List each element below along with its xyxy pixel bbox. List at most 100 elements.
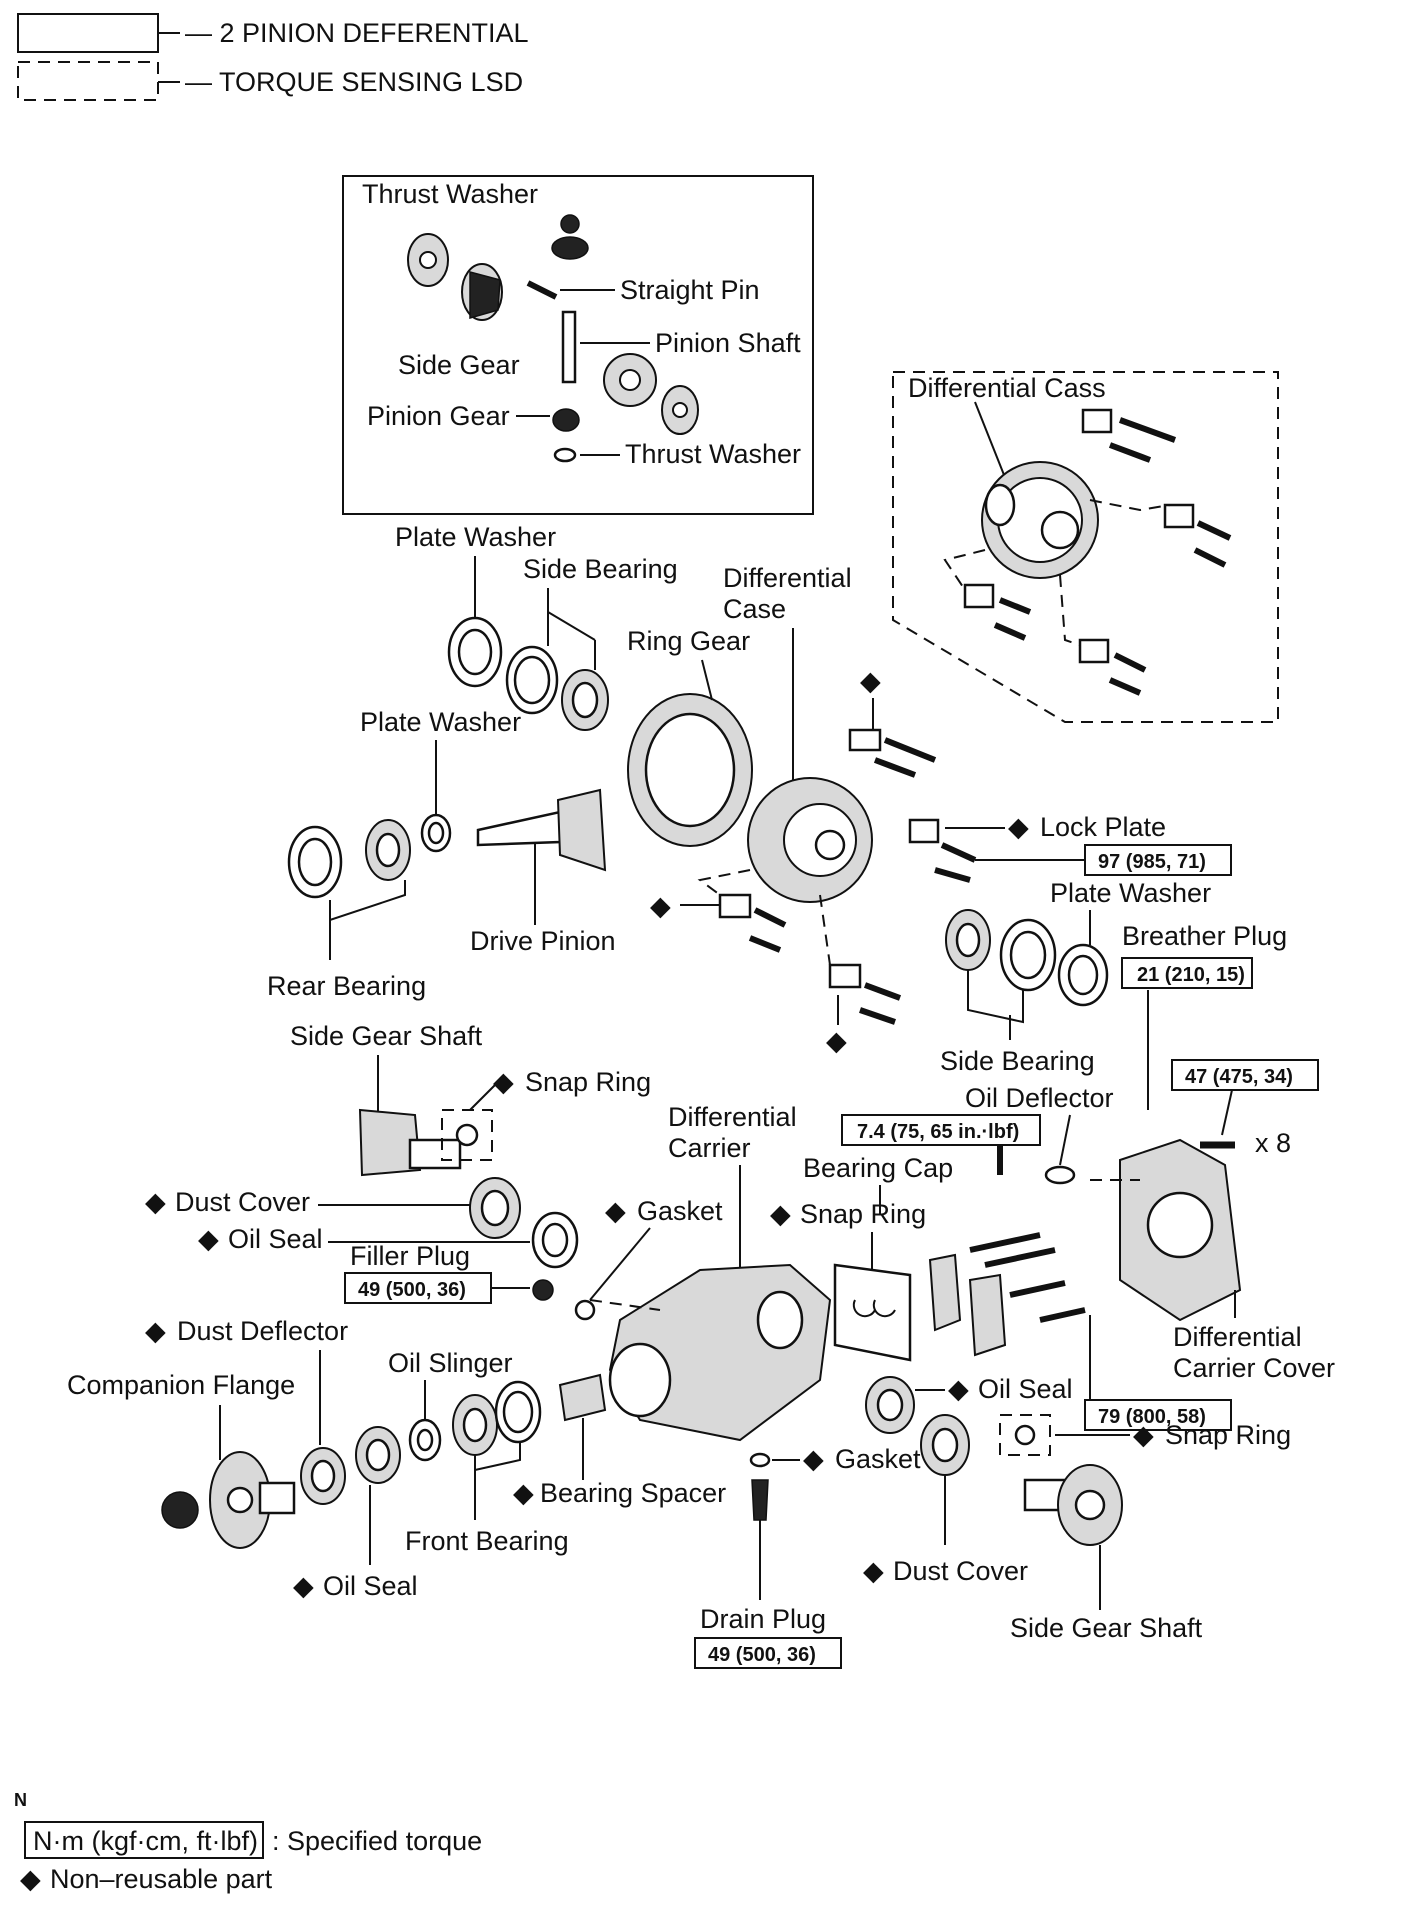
lsd-inset: Differential Cass	[892, 371, 1279, 723]
label-bearing-cap: Bearing Cap	[803, 1153, 953, 1183]
label-oil-slinger: Oil Slinger	[388, 1348, 513, 1378]
torque-bearing-cap-box	[1084, 1399, 1232, 1431]
label-side-bearing-1: Side Bearing	[523, 554, 678, 584]
label-gasket-1: Gasket	[637, 1196, 723, 1226]
bearing-spacer-icon	[558, 1373, 607, 1422]
diamond-gasket-1: ◆	[605, 1196, 626, 1226]
inset-pinion-gear: Pinion Gear	[367, 401, 510, 431]
torque-oil-deflector: 7.4 (75, 65 in.·lbf)	[857, 1121, 1019, 1143]
gasket-2-icon	[749, 1452, 771, 1468]
legend-solid: — 2 PINION DEFERENTIAL	[17, 13, 529, 53]
diamond-dust-cover-2: ◆	[863, 1556, 884, 1586]
straight-pin-icon	[526, 280, 558, 300]
label-diff-carrier-2: Carrier	[668, 1133, 751, 1163]
diamond-legend: ◆	[20, 1864, 41, 1894]
label-drain-plug: Drain Plug	[700, 1604, 826, 1634]
torque-oil-deflector-box	[841, 1114, 1041, 1146]
inset-straight-pin: Straight Pin	[620, 275, 760, 305]
torque-cover-bolt: 47 (475, 34)	[1185, 1066, 1293, 1088]
side-gear-shaft-right-icon	[1023, 1464, 1123, 1546]
snap-ring-1-icon	[455, 1123, 479, 1147]
drain-plug-icon	[751, 1479, 769, 1521]
diamond-dust-deflector: ◆	[145, 1316, 166, 1346]
snap-ring-3-icon	[1014, 1424, 1036, 1446]
label-filler-plug: Filler Plug	[350, 1241, 470, 1271]
filler-plug-icon	[532, 1279, 554, 1301]
pinion-shaft-icon	[561, 310, 577, 384]
diamond-snap-ring-1: ◆	[493, 1067, 514, 1097]
torque-lock-plate: 97 (985, 71)	[1098, 851, 1206, 873]
diamond-1: ◆	[860, 666, 881, 696]
torque-breather-box	[1121, 957, 1253, 989]
torque-bearing-cap: 79 (800, 58)	[1098, 1406, 1206, 1428]
label-dust-deflector: Dust Deflector	[177, 1316, 348, 1346]
label-drive-pinion: Drive Pinion	[470, 926, 616, 956]
pinion-gear-top-icon	[560, 214, 580, 234]
diamond-dust-cover-1: ◆	[145, 1187, 166, 1217]
torque-unit: N·m (kgf·cm, ft·lbf)	[33, 1826, 258, 1856]
label-snap-ring-3: Snap Ring	[1165, 1420, 1291, 1450]
diamond-snap-ring-2: ◆	[770, 1199, 791, 1229]
label-oil-seal-2: Oil Seal	[978, 1374, 1073, 1404]
torque-cover-bolt-box	[1171, 1059, 1319, 1091]
label-diff-carrier-cover-2: Carrier Cover	[1173, 1353, 1335, 1383]
torque-unit-box	[24, 1821, 264, 1859]
label-differential-case-1: Differential	[723, 563, 852, 593]
side-gear-shaft-left-icon	[358, 1108, 462, 1177]
diamond-snap-ring-3: ◆	[1133, 1420, 1154, 1450]
label-snap-ring-2: Snap Ring	[800, 1199, 926, 1229]
diamond-bearing-spacer: ◆	[513, 1478, 534, 1508]
diamond-gasket-2: ◆	[803, 1444, 824, 1474]
bottom-legend: N N·m (kgf·cm, ft·lbf) : Specified torqu…	[14, 1790, 482, 1894]
differential-carrier-icon	[608, 1263, 832, 1442]
label-snap-ring-1: Snap Ring	[525, 1067, 651, 1097]
label-plate-washer-2: Plate Washer	[360, 707, 521, 737]
lsd-inset-title: Differential Cass	[908, 373, 1106, 403]
label-gasket-2: Gasket	[835, 1444, 921, 1474]
torque-drain-plug: 49 (500, 36)	[708, 1644, 816, 1666]
inset-thrust-washer-bottom: Thrust Washer	[625, 439, 801, 469]
small-thrust-washer-icon	[553, 447, 577, 463]
label-side-bearing-2: Side Bearing	[940, 1046, 1095, 1076]
bearing-caps-icon	[928, 1232, 1086, 1357]
label-breather-plug: Breather Plug	[1122, 921, 1287, 951]
label-dust-cover-2: Dust Cover	[893, 1556, 1028, 1586]
label-oil-seal-1: Oil Seal	[228, 1224, 323, 1254]
torque-filler-plug-box	[344, 1272, 492, 1304]
label-x8: x 8	[1255, 1128, 1291, 1158]
pinion-gear-icon	[552, 408, 580, 432]
label-plate-washer-3: Plate Washer	[1050, 878, 1211, 908]
middle-assembly: Plate Washer Side Bearing Differential C…	[267, 522, 1287, 1110]
legend-dashed-label: — TORQUE SENSING LSD	[185, 67, 523, 97]
label-diff-carrier-cover-1: Differential	[1173, 1322, 1302, 1352]
label-bearing-spacer: Bearing Spacer	[540, 1478, 726, 1508]
label-lock-plate: Lock Plate	[1040, 812, 1166, 842]
diamond-oil-seal-2: ◆	[948, 1374, 969, 1404]
label-plate-washer-1: Plate Washer	[395, 522, 556, 552]
label-side-gear-shaft-2: Side Gear Shaft	[1010, 1613, 1203, 1643]
lsd-lock-plates	[963, 408, 1232, 696]
page-letter: N	[14, 1790, 27, 1810]
lock-plate-icon	[848, 728, 882, 752]
nut-icon	[161, 1491, 199, 1529]
torque-breather: 21 (210, 15)	[1137, 964, 1245, 986]
label-differential-case-2: Case	[723, 594, 786, 624]
label-front-bearing: Front Bearing	[405, 1526, 569, 1556]
oil-deflector-icon	[1044, 1165, 1076, 1185]
inset-thrust-washer-top: Thrust Washer	[362, 179, 538, 209]
legend-solid-label: — 2 PINION DEFERENTIAL	[185, 18, 529, 48]
torque-desc: : Specified torque	[272, 1826, 482, 1856]
diamond-oil-seal-3: ◆	[293, 1571, 314, 1601]
diamond-lock-plate: ◆	[1008, 812, 1029, 842]
label-oil-seal-3: Oil Seal	[323, 1571, 418, 1601]
diamond-3: ◆	[826, 1026, 847, 1056]
torque-filler-plug: 49 (500, 36)	[358, 1279, 466, 1301]
torque-lock-plate-box	[1084, 844, 1232, 876]
diamond-2: ◆	[650, 891, 671, 921]
drive-pinion-icon	[476, 788, 607, 872]
gasket-1-icon	[574, 1299, 596, 1321]
inset-side-gear: Side Gear	[398, 350, 520, 380]
label-side-gear-shaft-1: Side Gear Shaft	[290, 1021, 483, 1051]
